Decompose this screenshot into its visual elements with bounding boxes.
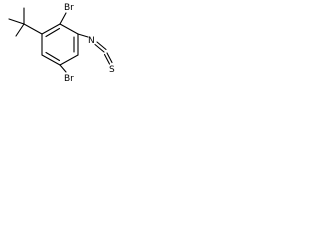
ring-double-bond [45,27,61,38]
c-s-double-bond [103,53,111,65]
benzene-ring [41,23,79,66]
ring-bond [41,23,61,35]
c-s-double-bond [106,52,113,64]
n-c-double-bond [96,41,107,51]
tert-butyl-group [8,7,43,37]
atom-label-br-bottom: Br [64,74,74,83]
c-n-bond [77,33,89,38]
n-c-double-bond [94,43,105,53]
br-bottom-bond [59,64,67,73]
atom-label-br-top: Br [64,3,74,13]
atom-label-sulfur: S [109,65,115,75]
tbu-methyl-bond [8,18,25,25]
ring-bond [41,54,61,66]
ring-bond [59,23,79,35]
atom-label-nitrogen: N [88,36,95,46]
chemical-structure: Br Br N S [8,3,115,83]
ring-double-bond [45,51,61,62]
tbu-methyl-bond [15,23,25,37]
br-top-bond [59,12,67,25]
ring-bond [59,54,79,66]
tbu-link-bond [23,23,43,35]
